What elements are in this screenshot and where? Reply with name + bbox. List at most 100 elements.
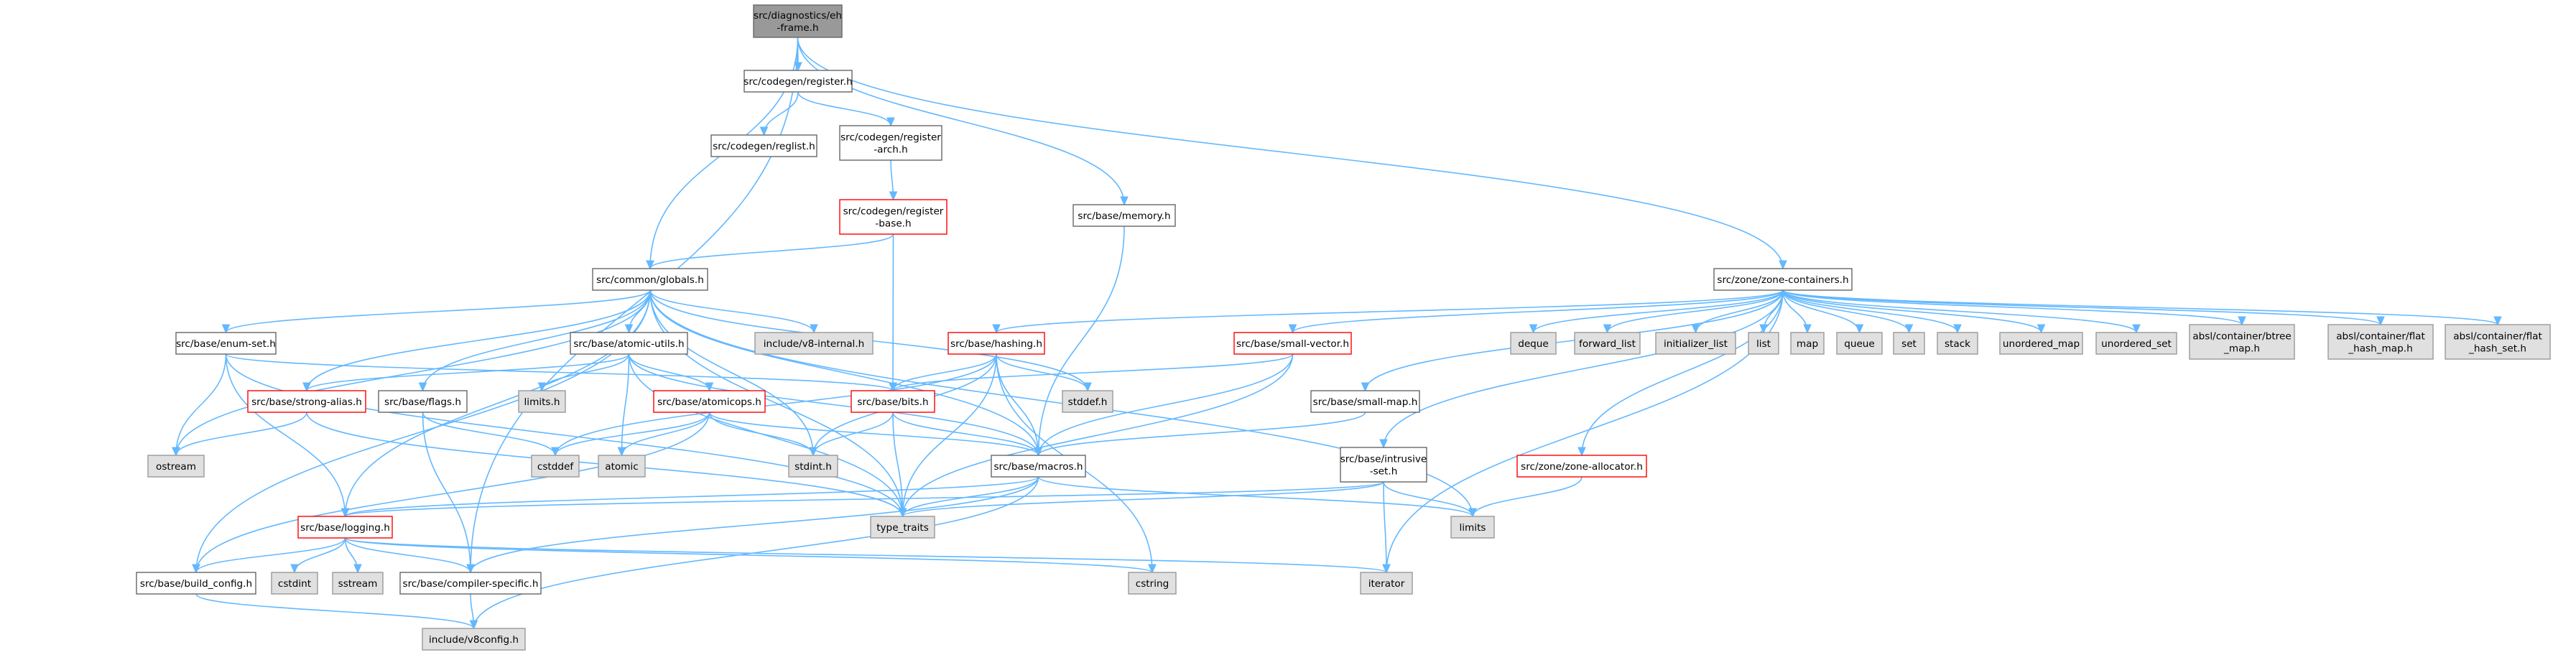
edge-zone_containers_h-to-deque	[1534, 289, 1784, 333]
node-box	[598, 455, 646, 478]
node-label: cstddef	[537, 461, 575, 473]
node-label: absl/container/btree	[2192, 331, 2291, 343]
edge-globals_h-to-type_traits	[649, 289, 903, 516]
node-compiler-specific-h[interactable]: src/base/compiler-specific.h	[399, 572, 542, 595]
edge-intrusive_set_h-to-logging_h	[346, 481, 1384, 516]
node-atomic: atomic	[598, 455, 646, 478]
node-logging-h[interactable]: src/base/logging.h	[297, 516, 393, 539]
edge-enum_set_h-to-logging_h	[225, 353, 346, 516]
node-flat-hash-set-h: absl/container/flat_hash_set.h	[2445, 324, 2551, 360]
edge-zone_containers_h-to-zone_allocator_h	[1582, 289, 1784, 455]
node-box	[1790, 332, 1825, 355]
node-memory-h[interactable]: src/base/memory.h	[1072, 204, 1176, 227]
edge-macros_h-to-compiler_specific_h	[471, 476, 1039, 572]
node-queue: queue	[1836, 332, 1883, 355]
edge-atomicops_h-to-macros_h	[708, 412, 1039, 455]
node-box	[1072, 204, 1176, 227]
node-label: cstring	[1136, 578, 1169, 590]
node-zone-allocator-h[interactable]: src/zone/zone-allocator.h	[1516, 455, 1647, 478]
edge-atomic_utils_h-to-strong_alias_h	[307, 353, 630, 391]
node-strong-alias-h[interactable]: src/base/strong-alias.h	[247, 390, 366, 413]
node-box	[788, 455, 838, 478]
node-box	[332, 572, 384, 595]
edge-globals_h-to-ostream	[176, 289, 651, 455]
node-atomicops-h[interactable]: src/base/atomicops.h	[653, 390, 766, 413]
node-bits-h[interactable]: src/base/bits.h	[851, 390, 935, 413]
edge-atomicops_h-to-atomic	[622, 412, 710, 455]
edge-atomicops_h-to-build_config_h	[196, 412, 710, 572]
node-box	[991, 455, 1086, 478]
edge-atomic_utils_h-to-atomicops_h	[628, 353, 710, 391]
node-register-h[interactable]: src/codegen/register.h	[743, 70, 853, 93]
edge-bits_h-to-macros_h	[892, 412, 1039, 455]
node-label: include/v8config.h	[429, 634, 519, 646]
edge-zone_containers_h-to-set	[1782, 289, 1909, 333]
node-intrusive-set-h[interactable]: src/base/intrusive-set.h	[1340, 447, 1427, 483]
node-label: ostream	[156, 461, 196, 473]
node-label: src/base/atomic-utils.h	[573, 338, 684, 350]
node-register-base-h[interactable]: src/codegen/register-base.h	[839, 199, 948, 235]
node-label: _map.h	[2223, 343, 2260, 355]
edge-small_map_h-to-macros_h	[1039, 412, 1366, 455]
node-enum-set-h[interactable]: src/base/enum-set.h	[175, 332, 277, 355]
node-box	[1510, 332, 1557, 355]
node-zone-containers-h[interactable]: src/zone/zone-containers.h	[1713, 268, 1853, 291]
edge-hashing_h-to-type_traits	[903, 353, 997, 516]
node-btree-map-h: absl/container/btree_map.h	[2189, 324, 2295, 360]
node-build-config-h[interactable]: src/base/build_config.h	[136, 572, 256, 595]
node-cstring: cstring	[1128, 572, 1177, 595]
node-label: src/codegen/register	[840, 132, 941, 144]
node-box	[422, 628, 526, 651]
edge-register_h-to-register_arch_h	[797, 91, 891, 126]
node-box	[2327, 324, 2434, 360]
node-globals-h[interactable]: src/common/globals.h	[592, 268, 708, 291]
node-label: src/base/atomicops.h	[657, 396, 761, 408]
node-box	[1062, 390, 1113, 413]
node-label: src/common/globals.h	[596, 274, 704, 286]
node-label: atomic	[605, 461, 638, 473]
node-hashing-h[interactable]: src/base/hashing.h	[948, 332, 1045, 355]
node-register-arch-h[interactable]: src/codegen/register-arch.h	[839, 125, 942, 161]
edge-flags_h-to-compiler_specific_h	[422, 412, 471, 572]
node-unordered-set: unordered_set	[2095, 332, 2177, 355]
edge-flags_h-to-cstddef	[422, 412, 556, 455]
edge-root-to-zone_containers_h	[797, 37, 1784, 269]
edge-root-to-compiler_specific_h	[471, 37, 799, 572]
node-box	[1516, 455, 1647, 478]
node-box	[1748, 332, 1779, 355]
node-cstdint: cstdint	[271, 572, 318, 595]
node-box	[1450, 516, 1495, 539]
node-box	[175, 332, 277, 355]
node-label: -frame.h	[777, 22, 818, 34]
node-small-vector-h[interactable]: src/base/small-vector.h	[1233, 332, 1352, 355]
node-box	[1836, 332, 1883, 355]
node-label: src/codegen/reglist.h	[713, 141, 815, 152]
node-box	[570, 332, 688, 355]
node-small-map-h[interactable]: src/base/small-map.h	[1310, 390, 1420, 413]
node-label: initializer_list	[1664, 338, 1728, 350]
edge-macros_h-to-logging_h	[346, 476, 1039, 516]
node-box	[851, 390, 935, 413]
node-label: sstream	[338, 578, 378, 590]
node-stdint-h: stdint.h	[788, 455, 838, 478]
node-box	[1713, 268, 1853, 291]
node-v8-internal-h: include/v8-internal.h	[754, 332, 874, 355]
node-reglist-h[interactable]: src/codegen/reglist.h	[710, 134, 817, 157]
node-box	[1999, 332, 2083, 355]
edge-bits_h-to-type_traits	[892, 412, 903, 516]
node-root: src/diagnostics/eh-frame.h	[753, 4, 843, 38]
node-macros-h[interactable]: src/base/macros.h	[991, 455, 1086, 478]
node-box	[1655, 332, 1736, 355]
node-set: set	[1893, 332, 1925, 355]
node-ostream: ostream	[147, 455, 205, 478]
node-cstddef: cstddef	[531, 455, 580, 478]
edge-macros_h-to-limits	[1037, 476, 1473, 516]
node-box	[247, 390, 366, 413]
edge-zone_containers_h-to-unordered_set	[1782, 289, 2136, 333]
node-label: forward_list	[1579, 338, 1636, 350]
node-flags-h[interactable]: src/base/flags.h	[378, 390, 468, 413]
node-iterator: iterator	[1360, 572, 1413, 595]
node-box	[136, 572, 256, 595]
node-atomic-utils-h[interactable]: src/base/atomic-utils.h	[570, 332, 688, 355]
